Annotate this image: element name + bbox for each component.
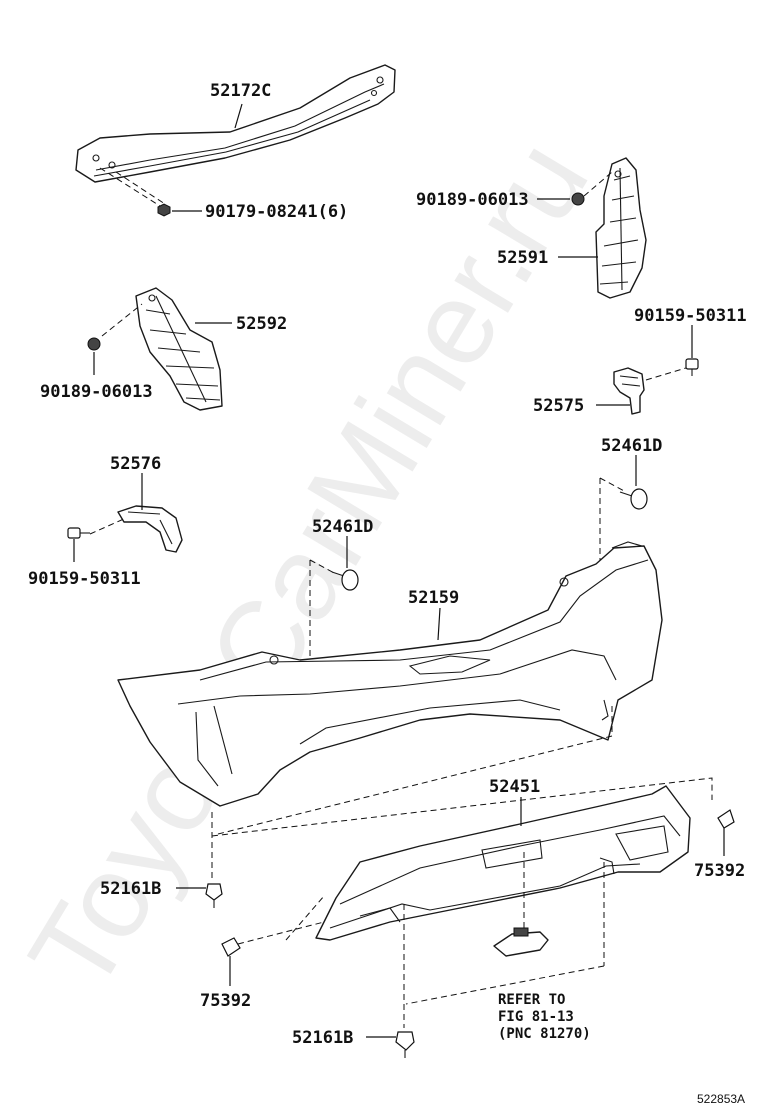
license-lamp[interactable]	[493, 927, 549, 957]
label-52159: 52159	[408, 588, 459, 608]
label-52576: 52576	[110, 454, 161, 474]
label-90179-08241: 90179-08241(6)	[205, 202, 348, 222]
label-90189-06013-left: 90189-06013	[40, 382, 153, 402]
label-52451: 52451	[489, 777, 540, 797]
dash-nut-52591	[583, 171, 613, 197]
reference-line-1: REFER TO	[498, 992, 565, 1008]
bracket-52591[interactable]	[595, 157, 647, 299]
dash-nut-90179	[99, 167, 166, 207]
clip-75392-left[interactable]	[221, 937, 241, 957]
clip-52161B-bottom[interactable]	[395, 1031, 415, 1058]
bolt-90159-50311-left[interactable]	[67, 527, 90, 539]
label-52592: 52592	[236, 314, 287, 334]
label-52591: 52591	[497, 248, 548, 268]
lower-spoiler-52451[interactable]	[315, 785, 691, 941]
nut-90179-08241[interactable]	[157, 203, 171, 217]
reinforcement-bar-52172C[interactable]	[75, 64, 396, 183]
clip-52461D-center[interactable]	[331, 569, 359, 591]
label-52461D-center: 52461D	[312, 517, 373, 537]
label-52161B-bottom: 52161B	[292, 1028, 353, 1048]
label-90189-06013-right: 90189-06013	[416, 190, 529, 210]
label-52161B-left: 52161B	[100, 879, 161, 899]
bolt-90159-50311-right[interactable]	[685, 358, 699, 376]
bumper-cover-52159[interactable]	[117, 541, 663, 807]
nut-90189-06013-left[interactable]	[87, 337, 101, 351]
label-52575: 52575	[533, 396, 584, 416]
leader-52159	[437, 607, 441, 641]
label-90159-50311-right: 90159-50311	[634, 306, 747, 326]
label-52172C: 52172C	[210, 81, 271, 101]
reference-line-3: (PNC 81270)	[498, 1026, 591, 1042]
label-90159-50311-left: 90159-50311	[28, 569, 141, 589]
dash-cover-to-spoiler	[211, 706, 713, 880]
dash-bolt-52575	[645, 367, 687, 381]
clip-75392-right[interactable]	[717, 809, 735, 829]
label-75392-left: 75392	[200, 991, 251, 1011]
dash-spoiler-guides	[237, 852, 605, 1028]
figure-id: 522853A	[697, 1092, 745, 1106]
clip-52461D-right[interactable]	[619, 488, 648, 510]
clip-52161B-left[interactable]	[205, 883, 223, 908]
reference-line-2: FIG 81-13	[498, 1009, 574, 1025]
dash-nut-52592	[101, 303, 143, 337]
bracket-52592[interactable]	[135, 287, 223, 411]
leader-52172C	[234, 103, 243, 129]
retainer-52576[interactable]	[117, 505, 183, 553]
label-75392-right: 75392	[694, 861, 745, 881]
label-52461D-right: 52461D	[601, 436, 662, 456]
retainer-52575[interactable]	[613, 367, 645, 415]
nut-90189-06013-right[interactable]	[571, 192, 585, 206]
dash-52461D-center	[309, 559, 337, 672]
dash-bolt-52576	[89, 517, 127, 535]
